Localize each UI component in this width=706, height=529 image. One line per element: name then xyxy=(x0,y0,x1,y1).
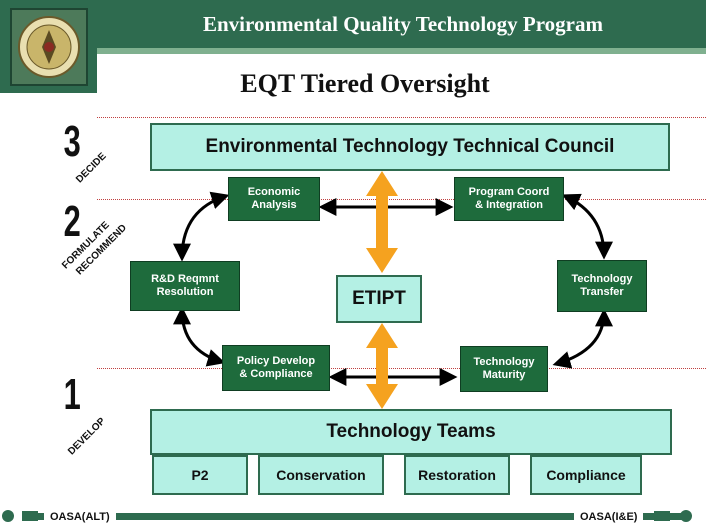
node-label-line: Technology xyxy=(473,356,535,368)
page-title: Environmental Quality Technology Program xyxy=(202,12,603,36)
node-label-line: Resolution xyxy=(156,286,214,298)
node-label-line: R&D Reqmnt xyxy=(151,273,219,285)
team-restoration: Restoration xyxy=(404,455,510,495)
footer-left-label: OASA(ALT) xyxy=(44,508,116,526)
node-label-line: Program Coord xyxy=(468,186,550,198)
footer-dot-icon xyxy=(2,510,14,522)
arrow-economic-rd xyxy=(173,191,230,262)
team-p2: P2 xyxy=(152,455,248,495)
header-band xyxy=(97,0,706,48)
tier-1-number: 1 xyxy=(63,370,81,419)
header-accent-stripe xyxy=(97,48,706,54)
footer-square-icon xyxy=(22,511,38,521)
tier-divider xyxy=(97,117,706,118)
footer-square-icon xyxy=(654,511,670,521)
node-label-line: Technology xyxy=(571,273,633,285)
etipt-box: ETIPT xyxy=(336,275,422,323)
tier-3-number: 3 xyxy=(63,117,81,166)
footer-right-label: OASA(I&E) xyxy=(574,508,644,526)
node-label-line: & Compliance xyxy=(239,368,313,380)
team-compliance: Compliance xyxy=(530,455,642,495)
arrow-rd-policy xyxy=(173,306,226,367)
team-conservation: Conservation xyxy=(258,455,384,495)
node-label-line: Transfer xyxy=(580,286,624,298)
arrow-transfer-maturity xyxy=(552,308,613,369)
node-label-line: Policy Develop xyxy=(236,355,316,367)
footer-bar xyxy=(24,513,682,520)
slide-subtitle: EQT Tiered Oversight xyxy=(240,69,490,98)
node-label-line: Analysis xyxy=(251,199,297,211)
tier-2-number: 2 xyxy=(63,197,81,246)
arrow-etipt-teams xyxy=(366,323,398,409)
node-program-coord: Program Coord& Integration xyxy=(454,177,564,221)
council-box: Environmental Technology Technical Counc… xyxy=(150,123,670,171)
arrow-council-etipt xyxy=(366,171,398,273)
node-label-line: Economic xyxy=(247,186,301,198)
arrow-program-transfer xyxy=(561,193,613,260)
node-label-line: Maturity xyxy=(482,369,526,381)
seal-emblem-icon xyxy=(18,16,80,78)
army-seal-logo xyxy=(10,8,88,86)
technology-teams-box: Technology Teams xyxy=(150,409,672,455)
node-policy-develop: Policy Develop& Compliance xyxy=(222,345,330,391)
node-label-line: & Integration xyxy=(475,199,543,211)
footer-dot-icon xyxy=(680,510,692,522)
